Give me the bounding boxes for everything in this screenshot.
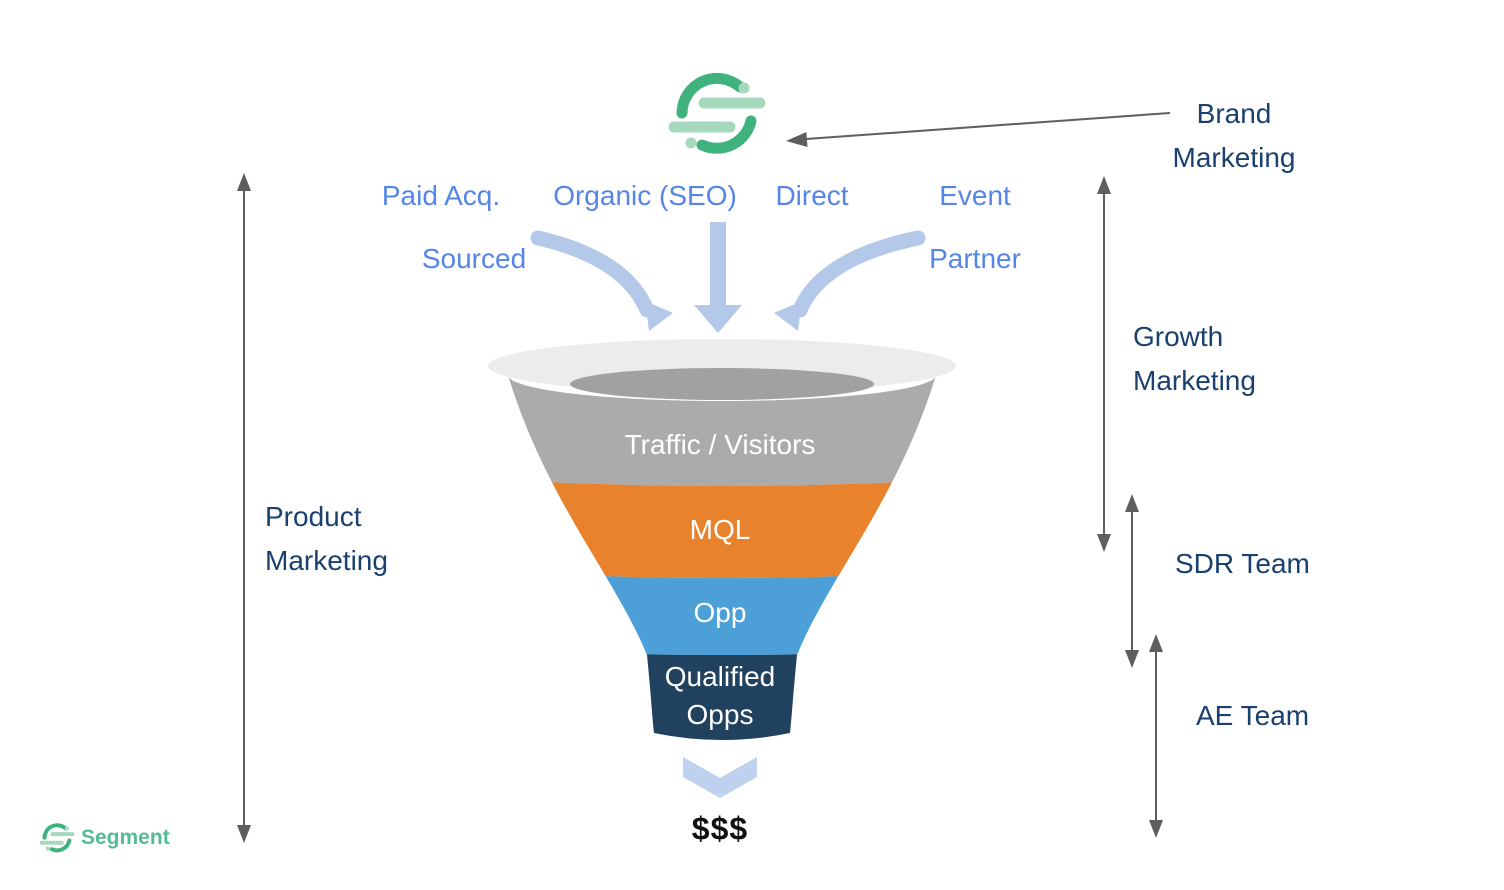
channel-arrow-right [792, 230, 926, 318]
channel-label-direct: Direct [775, 180, 849, 211]
channel-arrow-left-head [645, 301, 673, 331]
funnel-stage-label-mql: MQL [689, 514, 751, 545]
product-marketing-span-arrow [237, 173, 251, 843]
team-label-sdr-team: SDR Team [1175, 548, 1310, 579]
channel-arrow-middle-head [694, 305, 742, 333]
brand-arrow-line [791, 112, 1171, 141]
funnel-stage-mql [508, 478, 936, 578]
funnel-rim-opening [570, 368, 874, 400]
sdr-team-span-arrow [1125, 494, 1139, 668]
funnel-output-chevron-icon [683, 757, 757, 798]
funnel-output-label: $$$ [691, 810, 749, 847]
channel-label-organic-seo: Organic (SEO) [553, 180, 737, 211]
ae-team-span-arrow [1149, 634, 1163, 838]
brand-arrow-head [786, 131, 808, 147]
team-label-product-marketing: Product Marketing [265, 501, 388, 576]
channel-label-partner: Partner [929, 243, 1021, 274]
channel-arrow-middle [710, 222, 726, 307]
funnel-stage-label-opp: Opp [693, 597, 747, 628]
segment-wordmark: Segment [81, 826, 170, 849]
channel-arrow-right-head [774, 301, 802, 331]
channel-label-event: Event [939, 180, 1011, 211]
channel-label-paid-acq: Paid Acq. [381, 180, 501, 211]
funnel-stage-label-traffic: Traffic / Visitors [624, 429, 816, 460]
channel-label-sourced: Sourced [421, 243, 527, 274]
growth-marketing-span-arrow [1097, 176, 1111, 552]
channel-arrow-left [530, 230, 655, 318]
segment-footer-logo [39, 823, 75, 853]
segment-logo [674, 78, 760, 148]
team-label-brand-marketing: Brand Marketing [1172, 98, 1296, 173]
funnel-stage-label-qualified-opps: Qualified Opps [664, 661, 776, 730]
team-label-ae-team: AE Team [1196, 700, 1310, 731]
team-label-growth-marketing: Growth Marketing [1133, 321, 1256, 396]
